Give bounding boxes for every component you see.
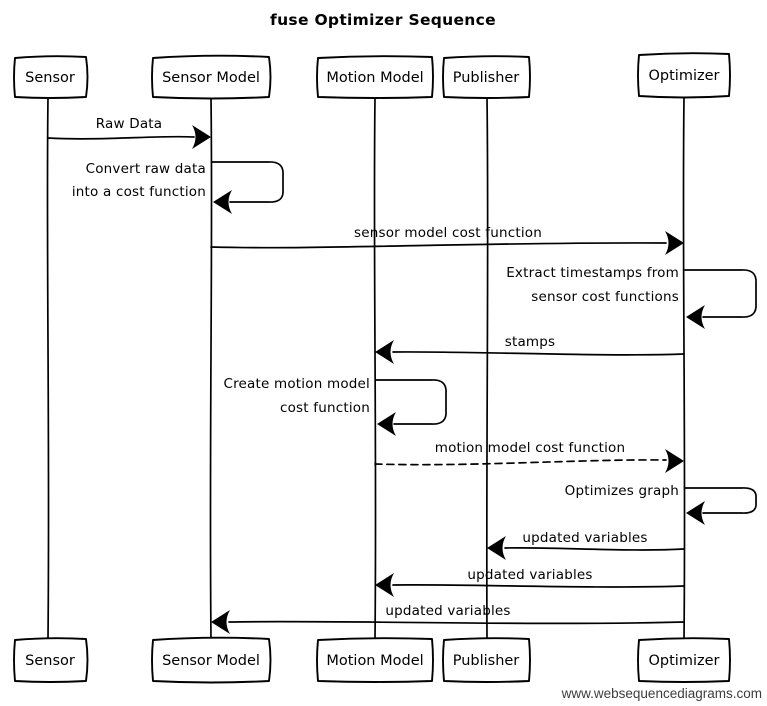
arrowhead	[375, 573, 394, 597]
message-line	[228, 620, 685, 625]
participant-top-publisher: Publisher	[442, 55, 531, 99]
message-raw-data: Raw Data	[47, 116, 211, 149]
participant-label: Sensor Model	[162, 653, 260, 669]
message-updated-variables-to-sensor-model: updated variables	[211, 603, 685, 634]
participant-label: Publisher	[453, 70, 520, 86]
message-label-line-1: Convert raw data	[86, 161, 206, 177]
message-label: sensor model cost function	[354, 225, 542, 241]
message-line-dashed	[374, 459, 667, 466]
message-updated-variables-to-motion-model: updated variables	[375, 567, 685, 597]
participant-bottom-sensor: Sensor	[13, 637, 89, 683]
message-line	[210, 242, 667, 249]
arrowhead	[665, 449, 684, 473]
message-label: Raw Data	[96, 116, 163, 132]
participant-box	[637, 637, 731, 683]
message-sensor-model-cost-function: sensor model cost function	[210, 225, 684, 255]
participant-top-motion-model: Motion Model	[316, 55, 434, 99]
message-label: motion model cost function	[435, 440, 626, 456]
message-label: updated variables	[522, 530, 647, 546]
message-line	[47, 135, 195, 140]
self-loop-line	[375, 379, 447, 425]
participant-label: Publisher	[453, 653, 520, 669]
lifeline-optimizer	[682, 97, 686, 640]
participant-box	[13, 55, 89, 99]
watermark-text: www.websequencediagrams.com	[561, 686, 762, 701]
arrowhead	[375, 340, 394, 364]
self-loop-line	[211, 161, 284, 203]
participant-bottom-publisher: Publisher	[442, 637, 531, 683]
participant-box	[151, 54, 272, 100]
message-motion-model-cost-function: motion model cost function	[374, 440, 684, 473]
self-loop-line	[684, 269, 757, 318]
participant-bottom-optimizer: Optimizer	[637, 637, 731, 683]
diagram-title: fuse Optimizer Sequence	[270, 11, 496, 29]
message-label-line-2: sensor cost functions	[531, 289, 679, 305]
participant-label: Sensor Model	[162, 70, 260, 86]
participant-label: Motion Model	[326, 70, 423, 86]
participant-label: Sensor	[25, 70, 75, 86]
message-line	[392, 584, 685, 588]
arrowhead	[487, 536, 506, 560]
message-line	[392, 351, 685, 356]
message-line	[504, 547, 685, 551]
participant-box	[442, 55, 531, 99]
participant-top-optimizer: Optimizer	[637, 52, 731, 99]
message-label-line-1: Create motion model	[223, 376, 370, 392]
message-label: Optimizes graph	[565, 483, 679, 499]
lifeline-motion-model	[373, 97, 377, 640]
message-label-line-2: into a cost function	[72, 184, 206, 200]
self-message-create-motion-model-cost-function: Create motion model cost function	[223, 376, 447, 436]
message-label: updated variables	[385, 603, 510, 619]
message-label: updated variables	[467, 567, 592, 583]
participant-label: Sensor	[25, 653, 75, 669]
self-loop-line	[684, 487, 757, 514]
participant-top-sensor-model: Sensor Model	[151, 54, 272, 100]
message-label-line-1: Extract timestamps from	[506, 265, 679, 281]
self-message-extract-timestamps: Extract timestamps from sensor cost func…	[506, 265, 757, 329]
arrowhead	[211, 610, 230, 634]
arrowhead	[686, 305, 705, 329]
self-message-convert-raw-data: Convert raw data into a cost function	[72, 161, 284, 214]
participant-box	[637, 52, 731, 99]
message-stamps: stamps	[375, 334, 685, 364]
message-label-line-2: cost function	[280, 400, 370, 416]
participant-bottom-motion-model: Motion Model	[316, 637, 434, 683]
arrowhead	[192, 125, 211, 149]
lifeline-sensor-model	[209, 97, 213, 640]
participant-label: Optimizer	[649, 653, 720, 669]
message-label: stamps	[505, 334, 556, 350]
arrowhead	[377, 412, 396, 436]
participant-box	[442, 637, 531, 683]
arrowhead	[686, 501, 705, 525]
participant-label: Motion Model	[326, 653, 423, 669]
participant-bottom-sensor-model: Sensor Model	[151, 636, 272, 684]
participant-box	[13, 637, 89, 683]
arrowhead	[213, 190, 232, 214]
participant-label: Optimizer	[649, 68, 720, 84]
participant-box	[316, 637, 434, 683]
lifeline-publisher	[485, 97, 489, 640]
participant-box	[151, 636, 272, 684]
message-updated-variables-to-publisher: updated variables	[487, 530, 685, 560]
lifeline-sensor	[46, 97, 50, 640]
participant-box	[316, 55, 434, 99]
arrowhead	[665, 231, 684, 255]
self-message-optimizes-graph: Optimizes graph	[565, 483, 757, 525]
participant-top-sensor: Sensor	[13, 55, 89, 99]
